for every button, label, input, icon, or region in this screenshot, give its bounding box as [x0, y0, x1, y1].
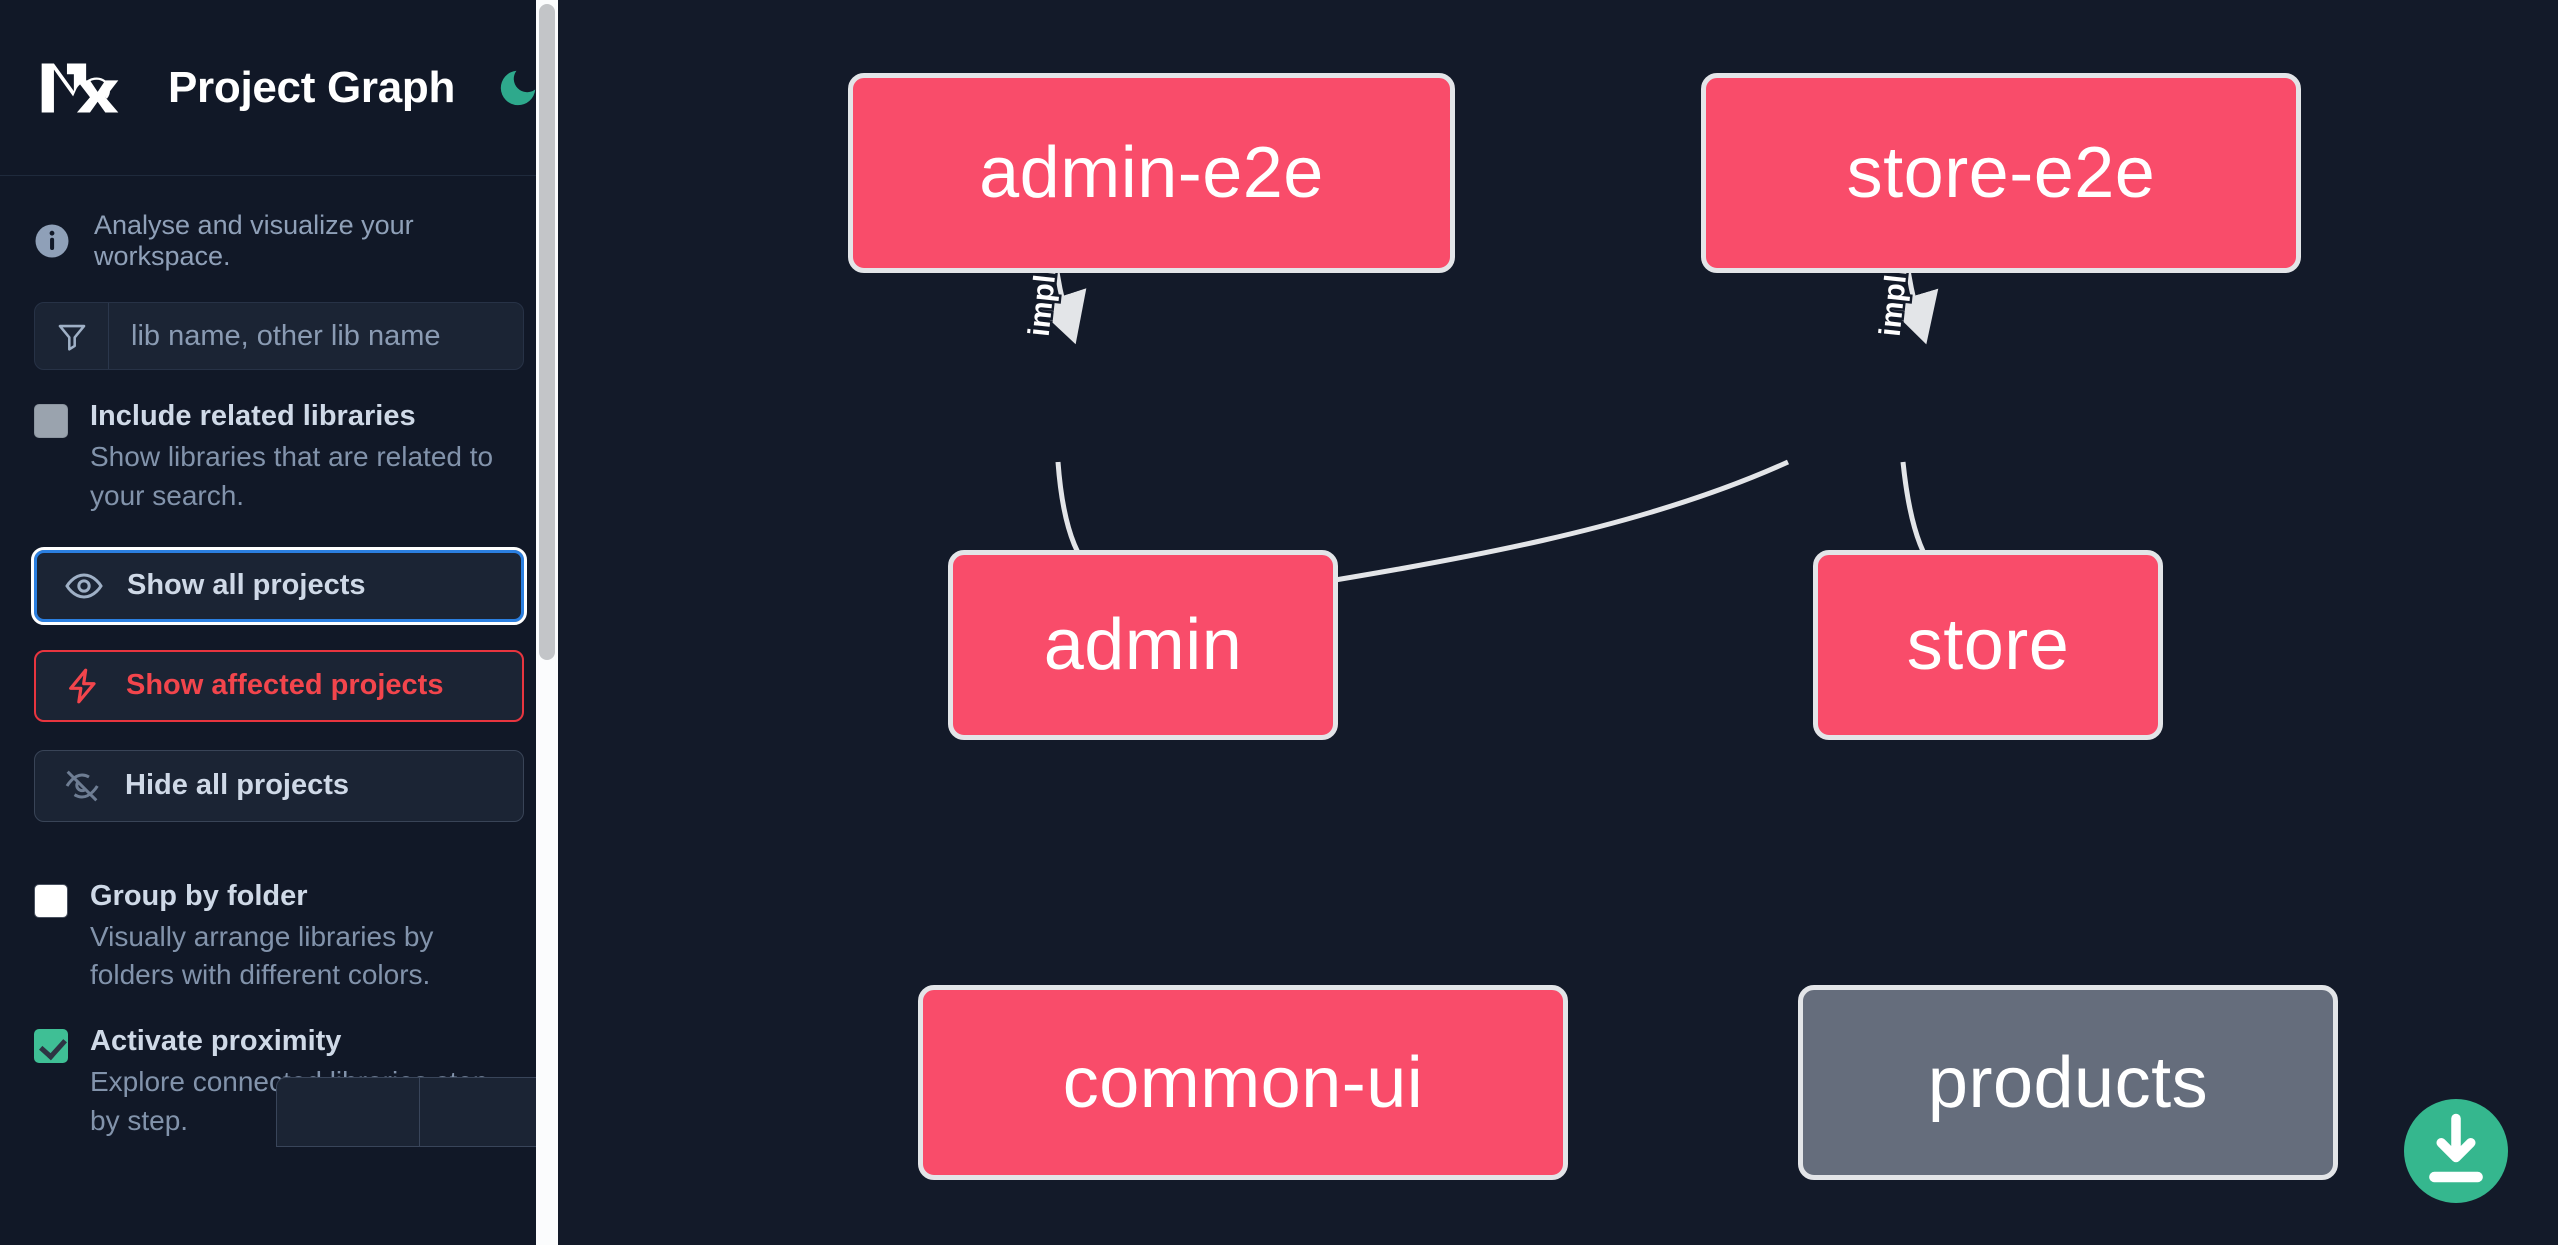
graph-node-store[interactable]: store	[1813, 550, 2163, 740]
activate-proximity-label: Activate proximity	[90, 1025, 342, 1057]
group-by-folder-label: Group by folder	[90, 879, 308, 912]
nx-logo	[34, 57, 126, 119]
include-related-libraries-label: Include related libraries	[90, 400, 416, 432]
search-section	[0, 302, 558, 370]
moon-icon[interactable]	[495, 65, 541, 111]
eye-icon	[63, 565, 105, 607]
lightning-bolt-icon	[62, 665, 104, 707]
edge-store-to-common-ui	[1248, 459, 1790, 614]
search-box[interactable]	[34, 302, 524, 370]
analyse-note: Analyse and visualize your workspace.	[0, 176, 558, 302]
show-affected-projects-label: Show affected projects	[126, 669, 444, 701]
graph-canvas[interactable]: implicit implicit admin-e2e store-e2e ad…	[558, 0, 2558, 1245]
graph-node-store-e2e[interactable]: store-e2e	[1701, 73, 2301, 273]
sidebar: Project Graph Analyse and visualize yo	[0, 0, 558, 1245]
hide-all-projects-button[interactable]: Hide all projects	[34, 749, 524, 822]
include-related-libraries-description: Show libraries that are related to your …	[90, 441, 494, 511]
group-by-folder-description: Visually arrange libraries by folders wi…	[90, 920, 434, 991]
activate-proximity-checkbox[interactable]	[34, 1029, 68, 1063]
show-affected-projects-button[interactable]: Show affected projects	[34, 649, 524, 722]
hide-all-projects-label: Hide all projects	[125, 769, 350, 801]
page-title: Project Graph	[168, 62, 456, 112]
filter-icon[interactable]	[35, 303, 109, 369]
download-graph-button[interactable]	[2404, 1099, 2508, 1203]
checkbox-row-activate-proximity[interactable]: Activate proximity Explore connected lib…	[0, 995, 558, 1141]
sidebar-scrollbar[interactable]	[536, 0, 558, 1245]
analyse-text: Analyse and visualize your workspace.	[94, 210, 414, 271]
show-all-projects-label: Show all projects	[127, 569, 366, 601]
graph-node-products[interactable]: products	[1798, 985, 2338, 1180]
graph-node-common-ui[interactable]: common-ui	[918, 985, 1568, 1180]
checkbox-row-include-related-libraries[interactable]: Include related libraries Show libraries…	[0, 370, 558, 516]
segment-1[interactable]	[277, 1077, 420, 1146]
eye-off-icon	[61, 765, 103, 807]
group-by-folder-checkbox[interactable]	[34, 883, 68, 918]
sidebar-header: Project Graph	[0, 0, 558, 176]
sidebar-scrollbar-thumb[interactable]	[539, 4, 555, 660]
graph-node-admin-e2e[interactable]: admin-e2e	[848, 73, 1455, 273]
project-visibility-buttons: Show all projects Show affected projects	[0, 516, 558, 822]
graph-node-admin[interactable]: admin	[948, 550, 1338, 740]
checkbox-row-group-by-folder[interactable]: Group by folder Visually arrange librari…	[0, 850, 558, 996]
proximity-segmented-control[interactable]	[276, 1076, 558, 1147]
search-input[interactable]	[109, 303, 523, 369]
info-icon	[34, 223, 70, 259]
include-related-libraries-checkbox[interactable]	[34, 404, 68, 438]
show-all-projects-button[interactable]: Show all projects	[31, 546, 527, 625]
